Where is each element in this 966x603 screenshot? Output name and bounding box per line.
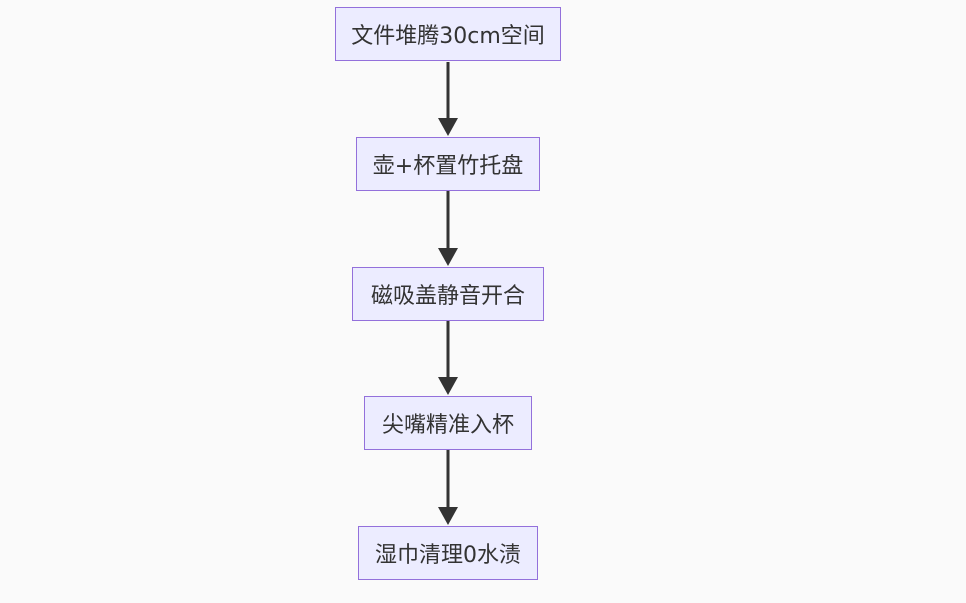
flow-node-label: 文件堆腾30cm空间 bbox=[351, 24, 545, 49]
flow-node-label: 磁吸盖静音开合 bbox=[370, 284, 525, 309]
flow-node-2: 壶+杯置竹托盘 bbox=[356, 137, 540, 191]
edge-n1-n2 bbox=[438, 62, 458, 136]
flow-node-label: 湿巾清理0水渍 bbox=[375, 543, 521, 568]
edge-n2-n3 bbox=[438, 191, 458, 266]
flow-node-4: 尖嘴精准入杯 bbox=[364, 396, 532, 450]
arrowhead-icon bbox=[438, 377, 458, 395]
arrowhead-icon bbox=[438, 248, 458, 266]
flow-node-5: 湿巾清理0水渍 bbox=[358, 526, 538, 580]
flow-node-3: 磁吸盖静音开合 bbox=[352, 267, 544, 321]
edge-n4-n5 bbox=[438, 450, 458, 525]
arrowhead-icon bbox=[438, 507, 458, 525]
edge-n3-n4 bbox=[438, 321, 458, 395]
arrowhead-icon bbox=[438, 118, 458, 136]
flow-node-label: 壶+杯置竹托盘 bbox=[372, 154, 524, 179]
flow-node-1: 文件堆腾30cm空间 bbox=[335, 7, 561, 61]
flow-node-label: 尖嘴精准入杯 bbox=[381, 413, 514, 438]
